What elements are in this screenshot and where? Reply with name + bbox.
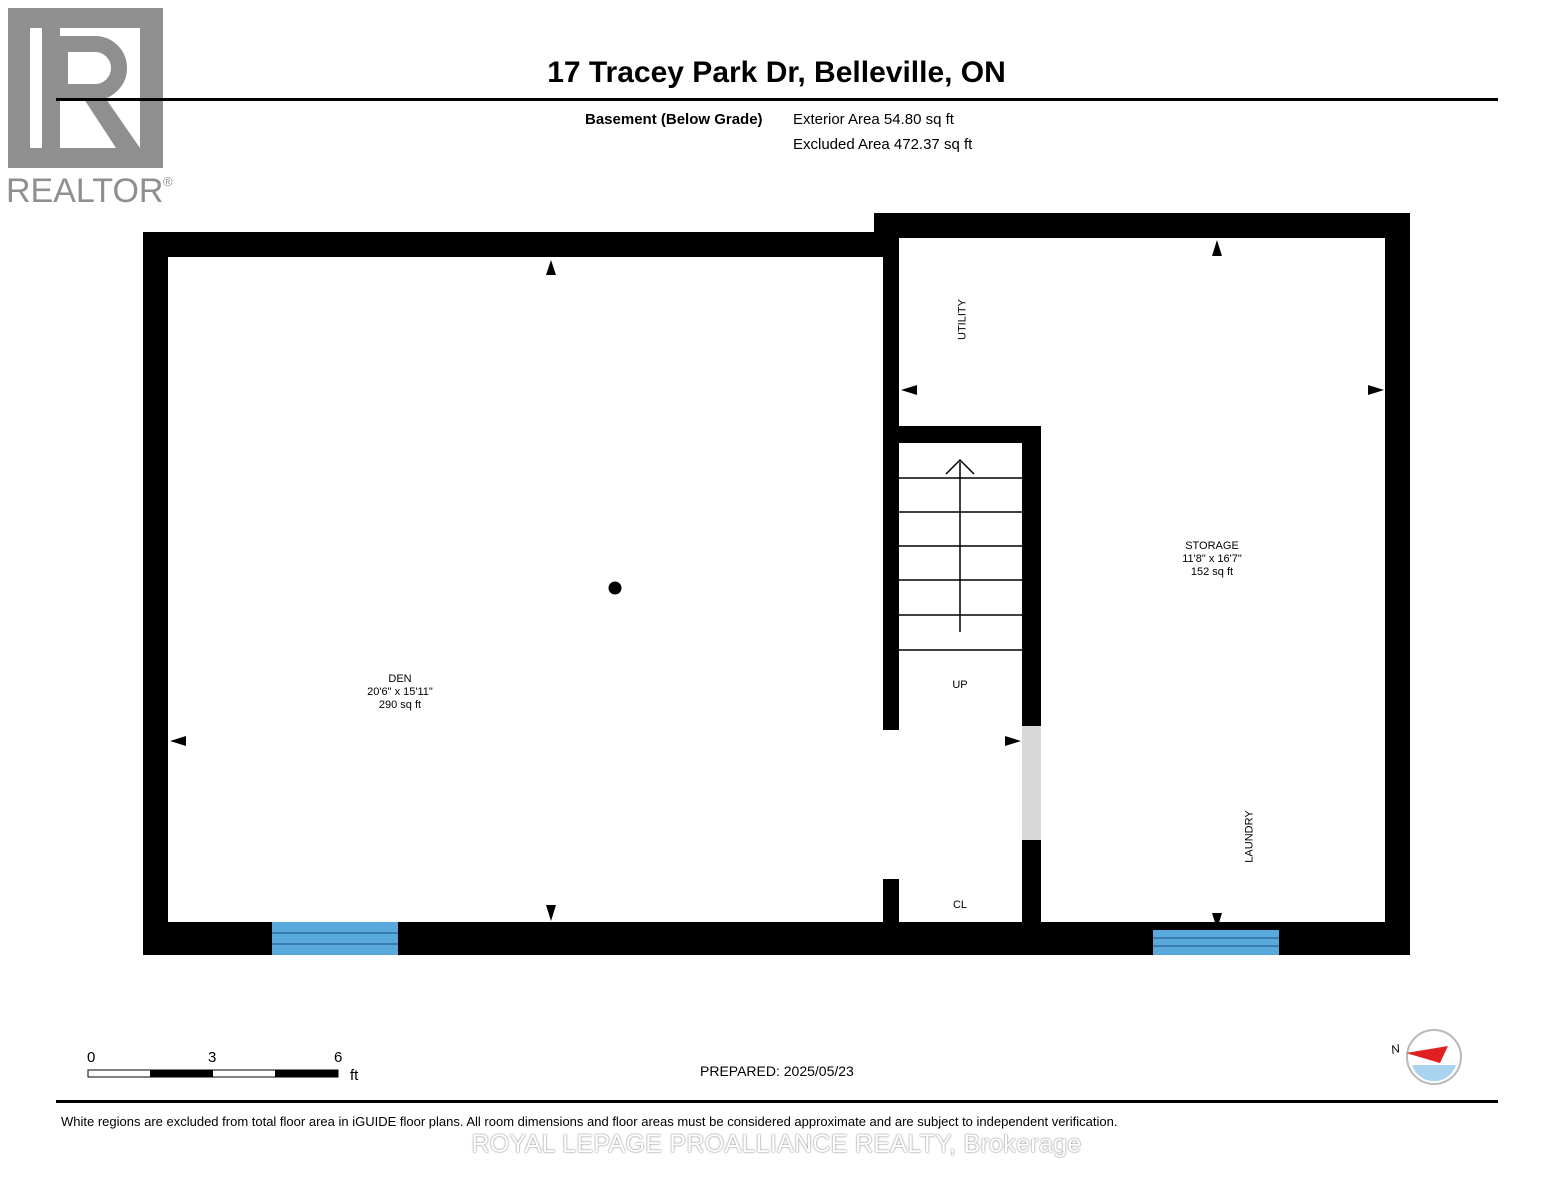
closet-label: CL <box>952 899 968 911</box>
room-den: DEN 20'6" x 15'11" 290 sq ft <box>340 673 460 712</box>
room-storage-area: 152 sq ft <box>1190 566 1234 578</box>
footer-rule <box>56 1100 1498 1103</box>
excluded-area: Excluded Area 472.37 sq ft <box>793 136 973 153</box>
scale-tick-6: 6 <box>334 1049 342 1066</box>
arrow-right-icon <box>1005 736 1021 746</box>
compass-icon: N <box>1390 1029 1462 1085</box>
staircase <box>899 458 1022 651</box>
arrow-up-icon <box>546 260 556 275</box>
arrow-down-icon <box>1212 913 1222 929</box>
stairs-up-label: UP <box>952 679 968 691</box>
scale-bar: 0 3 6 ft <box>87 1049 359 1084</box>
plan-title: 17 Tracey Park Dr, Belleville, ON <box>547 56 1006 89</box>
room-utility-label: UTILITY <box>956 299 969 340</box>
measurement-arrows <box>170 240 1384 929</box>
prepared-date: PREPARED: 2025/05/23 <box>700 1063 854 1079</box>
camera-position-dot <box>608 581 622 595</box>
room-storage-name: STORAGE <box>1185 540 1239 552</box>
registered-mark: ® <box>163 174 173 189</box>
room-den-area: 290 sq ft <box>378 699 422 711</box>
arrow-right-icon <box>1368 385 1384 395</box>
header-rule <box>56 98 1498 101</box>
arrow-down-icon <box>546 905 556 921</box>
room-den-name: DEN <box>388 673 412 685</box>
room-storage-dims: 11'8" x 16'7" <box>1182 553 1242 565</box>
interior-walls <box>883 232 1041 934</box>
exterior-walls <box>143 213 1410 955</box>
arrow-up-icon <box>1212 240 1222 256</box>
room-den-dims: 20'6" x 15'11" <box>367 686 433 698</box>
disclaimer-text: White regions are excluded from total fl… <box>61 1114 1118 1129</box>
realtor-logo: REALTOR ® <box>6 8 173 210</box>
realtor-r-mark <box>8 8 163 168</box>
area-level-label: Basement (Below Grade) <box>585 111 763 128</box>
window-den <box>272 922 398 955</box>
scale-tick-0: 0 <box>87 1049 95 1066</box>
scale-tick-3: 3 <box>208 1049 216 1066</box>
doorway-opening <box>1022 726 1041 840</box>
arrow-left-icon <box>170 736 186 746</box>
brokerage-watermark: ROYAL LEPAGE PROALLIANCE REALTY, Brokera… <box>471 1130 1082 1158</box>
realtor-wordmark: REALTOR <box>6 172 163 210</box>
window-storage <box>1153 930 1279 955</box>
compass-north-label: N <box>1390 1041 1402 1057</box>
room-laundry-label: LAUNDRY <box>1243 810 1256 863</box>
room-storage: STORAGE 11'8" x 16'7" 152 sq ft <box>1152 540 1272 579</box>
arrow-left-icon <box>901 385 917 395</box>
exterior-area: Exterior Area 54.80 sq ft <box>793 111 954 128</box>
scale-unit: ft <box>350 1067 359 1084</box>
